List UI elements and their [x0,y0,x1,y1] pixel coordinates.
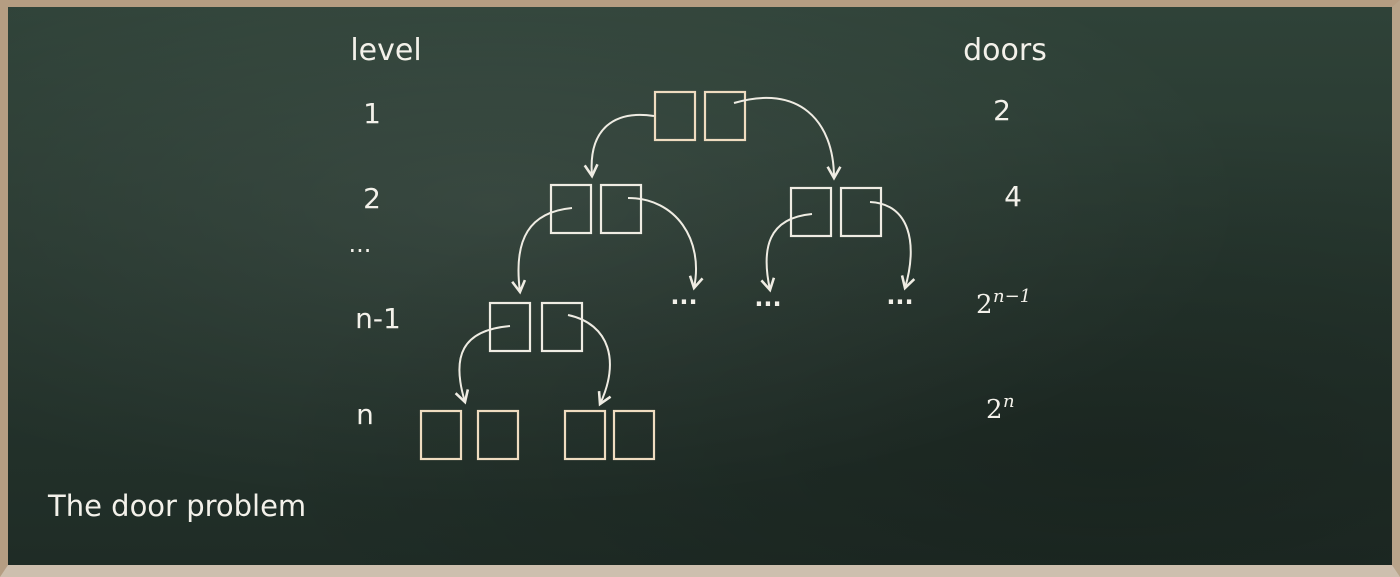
door-level-n-minus-1-b [540,301,584,353]
level-label-n: n [356,398,374,431]
tree-ellipsis-1: ... [670,282,697,310]
door-pair-level-n-left [419,409,520,461]
door-level-n-c [563,409,607,461]
tree-ellipsis-2: ... [754,284,781,312]
level-label-1: 1 [363,97,381,130]
door-pair-level-1 [653,90,747,142]
door-count-n-minus-1-exponent: n−1 [993,286,1031,307]
arrow-level-2-c-down [760,213,813,293]
tree-ellipsis-3: ... [886,282,913,310]
door-count-level-n: 2 n [986,391,1015,425]
arrow-level-n-minus-1-b-down [567,314,612,407]
door-count-n-base: 2 [986,395,1003,425]
arrow-level-n-minus-1-a-down [454,325,511,405]
arrow-level-1-to-right [733,97,842,181]
doors-header: doors [963,33,1047,68]
door-level-2-c [789,186,833,238]
arrow-level-2-d-down [869,201,916,291]
door-level-n-b [476,409,520,461]
level-label-2: 2 [363,182,381,215]
door-pair-level-2-left [549,183,643,235]
door-count-level-n-minus-1: 2 n−1 [976,286,1031,320]
door-count-n-minus-1-base: 2 [976,290,993,320]
door-level-n-a [419,409,463,461]
arrow-level-1-to-left [583,113,655,179]
level-label-ellipsis: ... [349,230,372,258]
level-header: level [350,33,421,68]
arrow-level-2-b-down [627,197,704,291]
level-label-n-minus-1: n-1 [355,302,401,335]
door-count-n-exponent: n [1003,391,1015,412]
door-count-level-2: 4 [1004,180,1022,213]
door-count-level-1: 2 [993,94,1011,127]
door-pair-level-2-right [789,186,883,238]
door-pair-level-n-right [563,409,656,461]
door-pair-level-n-minus-1 [488,301,584,353]
arrow-level-2-a-down [511,207,573,295]
door-level-n-minus-1-a [488,301,532,353]
door-level-2-d [839,186,883,238]
door-level-2-a [549,183,593,235]
door-level-n-d [612,409,656,461]
caption: The door problem [47,489,306,523]
door-level-1-left [653,90,697,142]
door-level-2-b [599,183,643,235]
door-level-1-right [703,90,747,142]
